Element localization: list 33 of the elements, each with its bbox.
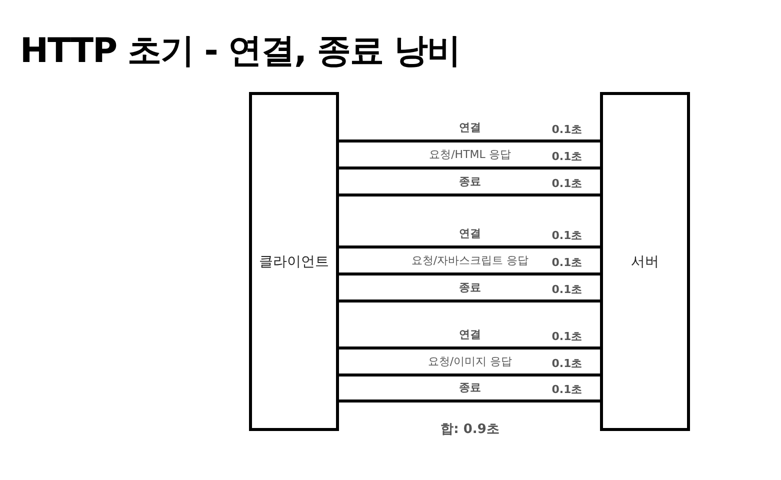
node-label: 클라이언트 xyxy=(259,252,329,270)
edge-label: 요청/자바스크립트 응답 xyxy=(411,253,529,268)
connection-line xyxy=(339,272,600,276)
connection-line xyxy=(339,140,600,142)
edge-label: 종료 xyxy=(459,174,481,189)
title: HTTP 초기 - 연결, 종료 낭비 xyxy=(20,30,460,73)
edge-label: 요청/HTML 응답 xyxy=(429,147,511,162)
client-box xyxy=(249,92,339,431)
node-label: 서버 xyxy=(631,252,659,270)
edge-label: 종료 xyxy=(459,280,481,295)
total-label: 합: 0.9초 xyxy=(440,421,500,438)
duration-label: 0.1초 xyxy=(552,329,582,344)
edge-label: 요청/이미지 응답 xyxy=(428,354,512,369)
duration-label: 0.1초 xyxy=(552,149,582,164)
connection-line xyxy=(339,166,600,170)
edge-label: 연결 xyxy=(459,226,481,241)
connection-line xyxy=(339,246,600,248)
duration-label: 0.1초 xyxy=(552,122,582,137)
edge-label: 종료 xyxy=(459,380,481,395)
connection-line xyxy=(339,346,600,350)
duration-label: 0.1초 xyxy=(552,382,582,397)
duration-label: 0.1초 xyxy=(552,282,582,297)
connection-line xyxy=(339,400,600,402)
connection-line xyxy=(339,374,600,376)
duration-label: 0.1초 xyxy=(552,228,582,243)
edge-label: 연결 xyxy=(459,327,481,342)
duration-label: 0.1초 xyxy=(552,255,582,270)
edge-label: 연결 xyxy=(459,120,481,135)
duration-label: 0.1초 xyxy=(552,176,582,191)
connection-line xyxy=(339,300,600,302)
duration-label: 0.1초 xyxy=(552,356,582,371)
connection-line xyxy=(339,194,600,196)
server-box xyxy=(600,92,690,431)
